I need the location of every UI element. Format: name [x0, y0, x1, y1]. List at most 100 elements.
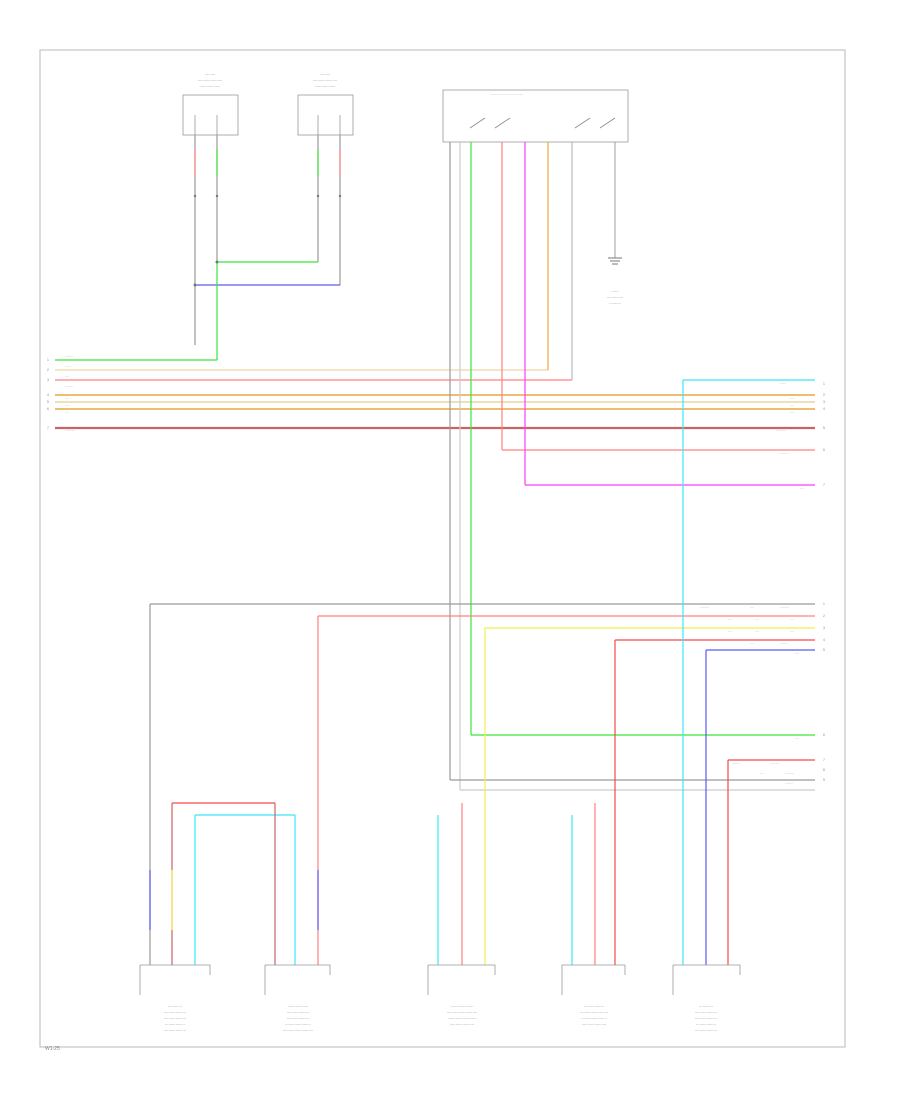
svg-text:....: ....	[800, 486, 804, 490]
svg-text:........: ........	[732, 761, 740, 765]
svg-text:6: 6	[47, 407, 49, 411]
svg-text:............: ............	[699, 1003, 713, 1008]
svg-text:........: ........	[65, 354, 73, 358]
svg-text:........: ........	[780, 451, 788, 455]
svg-text:...................: ...................	[164, 1027, 186, 1032]
lower-harness-labels: ......... .... ......... .... .... .... …	[700, 602, 825, 785]
svg-text:5: 5	[823, 648, 825, 652]
svg-text:7: 7	[823, 483, 825, 487]
svg-text:1: 1	[823, 602, 825, 606]
sensor-wires	[194, 135, 341, 360]
upper-harness	[55, 142, 815, 486]
svg-text:.........: .........	[320, 71, 330, 76]
svg-text:..............................: .................................	[490, 92, 523, 96]
svg-text:....: ....	[65, 403, 69, 407]
svg-text:......................: ......................	[581, 1015, 607, 1020]
svg-text:.....................: .....................	[582, 1021, 606, 1026]
svg-text:..........: ..........	[65, 428, 75, 432]
svg-text:2: 2	[823, 614, 825, 618]
svg-text:..................: ..................	[315, 83, 336, 88]
svg-text:2: 2	[47, 368, 49, 372]
svg-text:..................: ..................	[288, 1003, 309, 1008]
svg-text:.........: .........	[780, 605, 789, 609]
svg-text:....: ....	[750, 641, 754, 645]
svg-text:3: 3	[823, 400, 825, 404]
svg-text:...................: ...................	[695, 1027, 717, 1032]
sensor-junctions	[193, 194, 342, 287]
svg-text:....: ....	[65, 410, 69, 414]
svg-text:..........................: ..........................	[283, 1027, 313, 1032]
svg-text:..................: ..................	[200, 83, 221, 88]
svg-text:4: 4	[823, 638, 825, 642]
svg-text:.........................: .........................	[447, 1015, 476, 1020]
svg-text:9: 9	[823, 778, 825, 782]
svg-text:....: ....	[65, 374, 69, 378]
svg-text:...................: ...................	[164, 1009, 186, 1014]
svg-text:...................: ...................	[695, 1009, 717, 1014]
ground-symbol: ...... .............. ..........	[607, 142, 623, 305]
svg-text:..........: ..........	[776, 428, 786, 432]
svg-text:...................: ...................	[287, 1015, 309, 1020]
svg-text:....: ....	[755, 617, 759, 621]
svg-text:....: ....	[750, 605, 754, 609]
svg-text:....: ....	[790, 396, 794, 400]
svg-text:.........: .........	[700, 605, 709, 609]
diagram-frame	[39, 49, 846, 1048]
svg-text:....: ....	[790, 617, 794, 621]
svg-text:1: 1	[47, 358, 49, 362]
svg-text:...................: ...................	[164, 1015, 186, 1020]
svg-text:....: ....	[795, 651, 799, 655]
svg-text:....: ....	[795, 736, 799, 740]
svg-text:....: ....	[790, 403, 794, 407]
door-3-wires	[437, 803, 463, 965]
svg-text:4: 4	[47, 393, 49, 397]
door-4-wires	[571, 803, 596, 965]
svg-text:....: ....	[728, 629, 732, 633]
svg-text:3: 3	[47, 378, 49, 382]
svg-text:..........: ..........	[609, 300, 621, 305]
svg-text:.....................: .....................	[313, 77, 337, 82]
svg-text:.....................: .....................	[450, 1021, 474, 1026]
svg-text:........: ........	[785, 781, 793, 785]
svg-text:5: 5	[823, 426, 825, 430]
svg-text:.................: .................	[165, 1021, 185, 1026]
svg-text:....: ....	[790, 410, 794, 414]
svg-text:.................: .................	[584, 1003, 604, 1008]
footer-code: W1-25	[45, 1046, 60, 1052]
svg-text:....: ....	[65, 396, 69, 400]
svg-text:.........: .........	[785, 771, 794, 775]
upper-harness-labels: ........ ...... .... ........ .... .... …	[47, 354, 825, 490]
svg-text:........: ........	[65, 384, 73, 388]
svg-text:...................: ...................	[287, 1009, 309, 1014]
svg-text:5: 5	[47, 400, 49, 404]
top-left-sensor-2: ......... ..................... ........…	[297, 71, 354, 136]
svg-text:7: 7	[47, 426, 49, 430]
lower-harness	[149, 380, 815, 965]
svg-text:6: 6	[823, 733, 825, 737]
door-2-wires	[274, 803, 319, 965]
svg-text:8: 8	[823, 768, 825, 772]
svg-text:....: ....	[760, 771, 764, 775]
svg-text:....: ....	[790, 629, 794, 633]
svg-text:......................: ......................	[285, 1021, 311, 1026]
svg-text:.................: .................	[696, 1021, 716, 1026]
svg-text:..........................: ..........................	[447, 1009, 477, 1014]
svg-text:........................: ........................	[580, 1009, 608, 1014]
svg-text:1: 1	[823, 382, 825, 386]
svg-text:4: 4	[823, 407, 825, 411]
svg-text:......: ......	[780, 381, 786, 385]
door-1-wires	[149, 802, 295, 965]
svg-text:......: ......	[612, 288, 619, 293]
svg-text:..............: ..............	[607, 294, 623, 299]
svg-text:.........: .........	[770, 761, 779, 765]
svg-text:....: ....	[755, 629, 759, 633]
switch-assembly: .................................	[442, 89, 629, 143]
svg-text:.....................: .....................	[198, 77, 222, 82]
svg-text:.........: .........	[205, 71, 215, 76]
svg-text:....: ....	[728, 617, 732, 621]
svg-text:....................: ....................	[450, 1003, 473, 1008]
component-labels: ............ ................... .......…	[164, 1003, 717, 1032]
switch-vertical-wires	[449, 142, 815, 791]
svg-text:2: 2	[823, 393, 825, 397]
